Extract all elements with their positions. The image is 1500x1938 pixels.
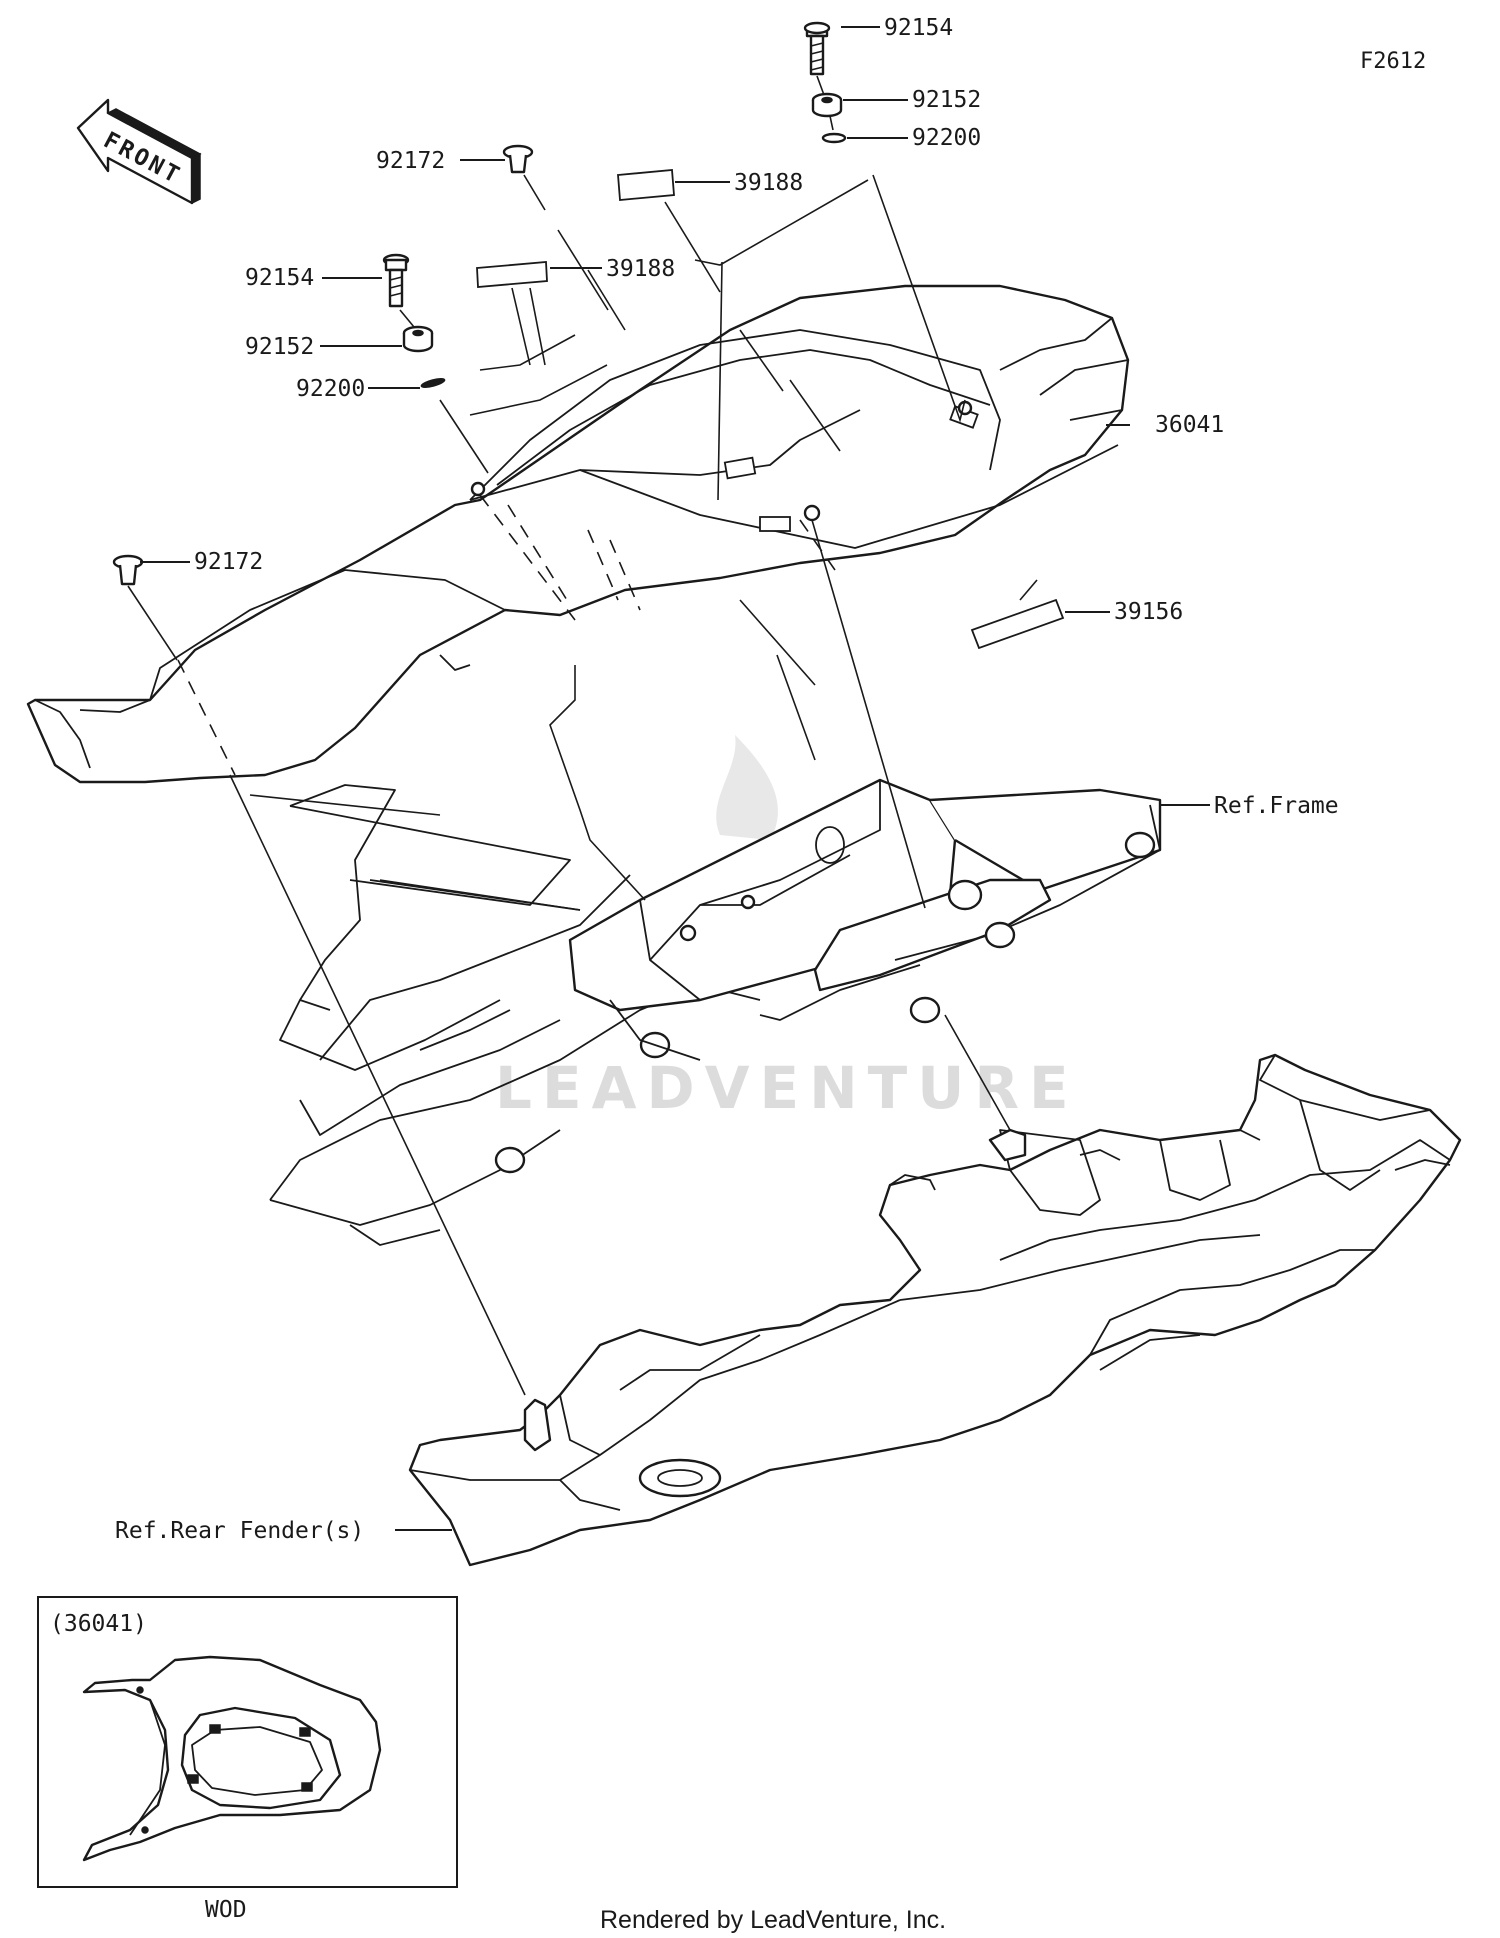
callout-ref-frame: Ref.Frame — [1214, 793, 1339, 819]
seat-cowl-part — [26, 284, 1130, 784]
watermark-text: LEADVENTURE — [495, 1054, 1079, 1122]
bolt-left-part — [382, 253, 410, 308]
callout-washer-top: 92152 — [912, 87, 981, 113]
callout-label-rear: 39156 — [1114, 599, 1183, 625]
callout-ring-left: 92200 — [296, 376, 365, 402]
credit-text: Rendered by LeadVenture, Inc. — [600, 1906, 946, 1934]
inset-title: (36041) — [50, 1611, 147, 1637]
callout-label-mid: 39188 — [606, 256, 675, 282]
bolt-top-part — [803, 21, 831, 76]
callout-washer-left: 92152 — [245, 334, 314, 360]
rivet-top-part — [502, 144, 534, 174]
callout-bolt-left: 92154 — [245, 265, 314, 291]
callout-bolt-top: 92154 — [884, 15, 953, 41]
label-sticker-mid — [476, 261, 548, 288]
callout-label-top: 39188 — [734, 170, 803, 196]
callout-rivet-top: 92172 — [376, 148, 445, 174]
callout-rivet-left: 92172 — [194, 549, 263, 575]
rivet-left-part — [112, 554, 144, 586]
callout-seat-cover: 36041 — [1155, 412, 1224, 438]
ring-top-part — [821, 132, 847, 144]
callout-ref-fender: Ref.Rear Fender(s) — [115, 1518, 364, 1544]
inset-box: (36041) WOD — [37, 1596, 458, 1923]
frame-reference — [269, 778, 1162, 1246]
ring-left-part — [420, 378, 446, 388]
figure-id: F2612 — [1360, 49, 1426, 74]
label-sticker-rear — [970, 598, 1065, 650]
washer-top-part — [811, 92, 843, 118]
rear-fender-reference — [408, 1053, 1462, 1567]
inset-caption: WOD — [205, 1897, 247, 1923]
washer-left-part — [402, 325, 434, 353]
front-arrow-icon: FRONT — [76, 98, 202, 205]
assembly-lines — [127, 26, 1210, 1531]
label-sticker-top — [617, 169, 675, 201]
callout-ring-top: 92200 — [912, 125, 981, 151]
